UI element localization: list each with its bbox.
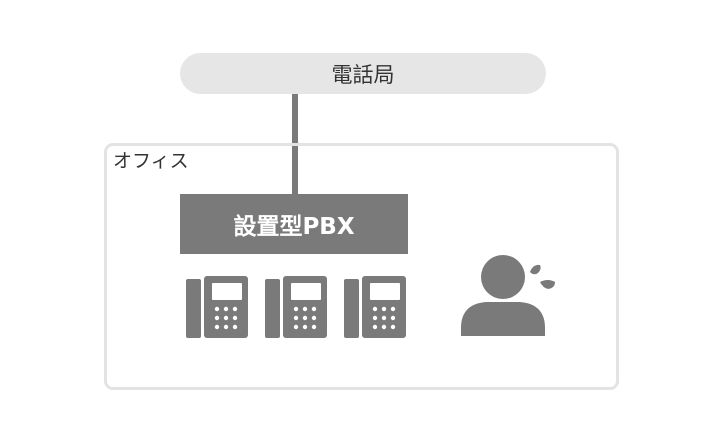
on-premise-pbx-node: 設置型PBX bbox=[180, 194, 408, 254]
desk-phone-icon bbox=[186, 276, 248, 338]
telephone-exchange-label: 電話局 bbox=[331, 62, 395, 87]
troubled-person-icon bbox=[461, 255, 555, 336]
office-label: オフィス bbox=[113, 150, 189, 172]
desk-phone-icon bbox=[265, 276, 327, 338]
telephone-exchange-node: 電話局 bbox=[180, 53, 546, 94]
pbx-label: 設置型PBX bbox=[233, 214, 355, 240]
desk-phone-icon bbox=[344, 276, 406, 338]
office-boundary bbox=[104, 143, 619, 390]
